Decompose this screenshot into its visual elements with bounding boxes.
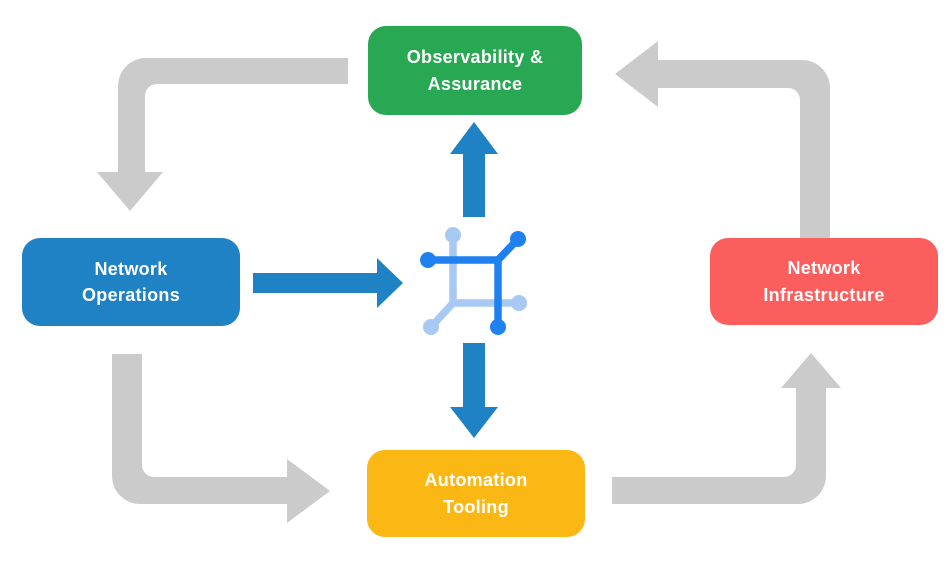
arrow-center-to-tooling <box>450 343 498 438</box>
network-fabric-icon <box>420 227 527 335</box>
arrow-infrastructure-to-observability <box>615 41 830 238</box>
node-label-line: Network <box>787 258 861 279</box>
node-label-line: Observability & <box>406 47 544 68</box>
node-label-line: Assurance <box>427 73 523 94</box>
node-automation-tooling: Automation Tooling <box>367 450 585 537</box>
node-label-line: Tooling <box>443 496 509 517</box>
node-label-line: Infrastructure <box>763 284 885 305</box>
arrow-observability-to-operations <box>97 58 348 211</box>
node-observability-assurance: Observability & Assurance <box>368 26 582 115</box>
node-label-line: Operations <box>81 285 181 305</box>
node-label-line: Automation <box>424 470 528 491</box>
arrow-operations-to-tooling <box>112 354 330 523</box>
arrow-tooling-to-infrastructure <box>612 353 841 504</box>
arrow-operations-to-center <box>253 258 403 308</box>
node-network-operations: Network Operations <box>22 238 240 326</box>
node-label-line: Network <box>94 258 168 279</box>
network-fabric-icon-dark-nodes <box>420 231 526 335</box>
node-network-infrastructure: Network Infrastructure <box>710 238 938 325</box>
arrow-center-to-observability <box>450 122 498 217</box>
network-fabric-icon-light-nodes <box>423 227 527 335</box>
